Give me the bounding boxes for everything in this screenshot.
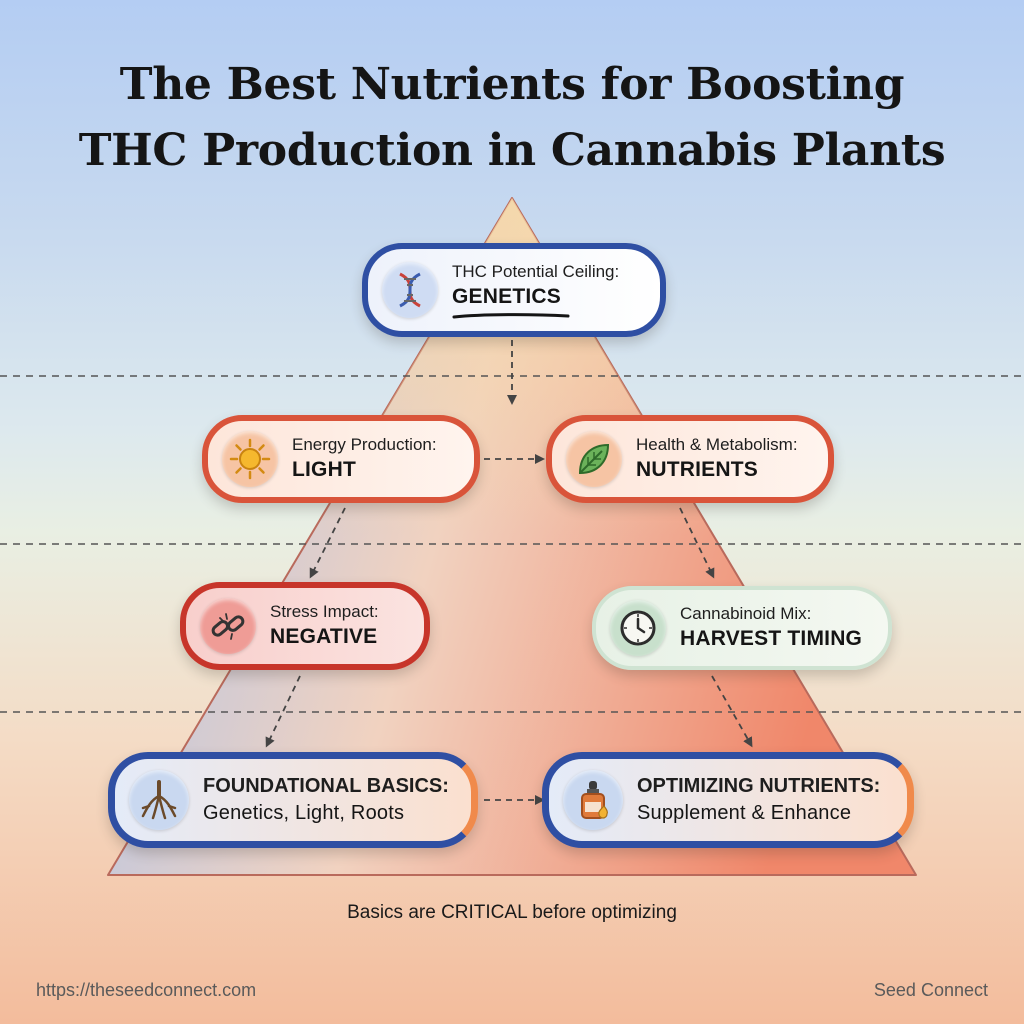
roots-icon <box>141 780 177 820</box>
optimizing-nutrients-node: OPTIMIZING NUTRIENTS: Supplement & Enhan… <box>542 752 914 848</box>
light-node: Energy Production: LIGHT <box>202 415 480 503</box>
nutrients-label: Health & Metabolism: <box>636 435 798 454</box>
stress-node: Stress Impact: NEGATIVE <box>180 582 430 670</box>
light-badge <box>222 431 278 487</box>
foundational-badge <box>129 770 189 830</box>
harvest-badge <box>610 600 666 656</box>
foundational-basics-node: FOUNDATIONAL BASICS: Genetics, Light, Ro… <box>108 752 478 848</box>
foundational-text: FOUNDATIONAL BASICS: Genetics, Light, Ro… <box>203 773 449 827</box>
title-line-2: THC Production in Cannabis Plants <box>78 125 946 176</box>
foundational-value: Genetics, Light, Roots <box>203 802 405 824</box>
optimizing-label: OPTIMIZING NUTRIENTS: <box>637 775 881 797</box>
genetics-value: GENETICS <box>452 285 561 308</box>
clock-icon <box>620 610 656 646</box>
optimizing-badge <box>563 770 623 830</box>
arrow-nutrients-to-harvest <box>679 507 715 579</box>
genetics-badge <box>382 262 438 318</box>
stress-text: Stress Impact: NEGATIVE <box>270 601 379 651</box>
footer-brand: Seed Connect <box>873 980 988 1000</box>
caption: Basics are CRITICAL before optimizing <box>347 902 677 923</box>
nutrients-node: Health & Metabolism: NUTRIENTS <box>546 415 834 503</box>
stress-badge <box>200 598 256 654</box>
genetics-node: THC Potential Ceiling: GENETICS <box>362 243 666 337</box>
dna-icon <box>399 272 421 308</box>
harvest-node: Cannabinoid Mix: HARVEST TIMING <box>592 586 892 670</box>
arrow-stress-to-basics <box>265 675 301 748</box>
light-label: Energy Production: <box>292 435 437 454</box>
optimizing-value: Supplement & Enhance <box>637 802 852 824</box>
harvest-value: HARVEST TIMING <box>680 627 863 650</box>
nutrients-badge <box>566 431 622 487</box>
leaf-icon <box>578 443 610 475</box>
arrow-light-to-stress <box>309 507 346 579</box>
optimizing-text: OPTIMIZING NUTRIENTS: Supplement & Enhan… <box>637 773 880 827</box>
genetics-underline <box>452 313 570 319</box>
arrow-harvest-to-optimizing <box>711 675 753 748</box>
nutrients-text: Health & Metabolism: NUTRIENTS <box>636 434 798 484</box>
genetics-text: THC Potential Ceiling: GENETICS <box>452 261 619 319</box>
foundational-label: FOUNDATIONAL BASICS: <box>203 775 449 797</box>
harvest-label: Cannabinoid Mix: <box>680 604 812 623</box>
light-value: LIGHT <box>292 458 356 481</box>
flow-arrows <box>265 340 753 805</box>
broken-chain-icon <box>211 613 245 640</box>
stress-value: NEGATIVE <box>270 625 378 648</box>
genetics-label: THC Potential Ceiling: <box>452 262 620 281</box>
footer-url: https://theseedconnect.com <box>36 980 257 1000</box>
stress-label: Stress Impact: <box>270 602 379 621</box>
pyramid-highlight <box>108 198 916 875</box>
title-line-1: The Best Nutrients for Boosting <box>119 59 905 110</box>
sun-icon <box>229 438 271 480</box>
nutrients-value: NUTRIENTS <box>636 458 758 481</box>
harvest-text: Cannabinoid Mix: HARVEST TIMING <box>680 603 862 653</box>
page-title: The Best Nutrients for Boosting THC Prod… <box>0 52 1024 184</box>
dropper-bottle-icon <box>581 781 608 819</box>
light-text: Energy Production: LIGHT <box>292 434 437 484</box>
